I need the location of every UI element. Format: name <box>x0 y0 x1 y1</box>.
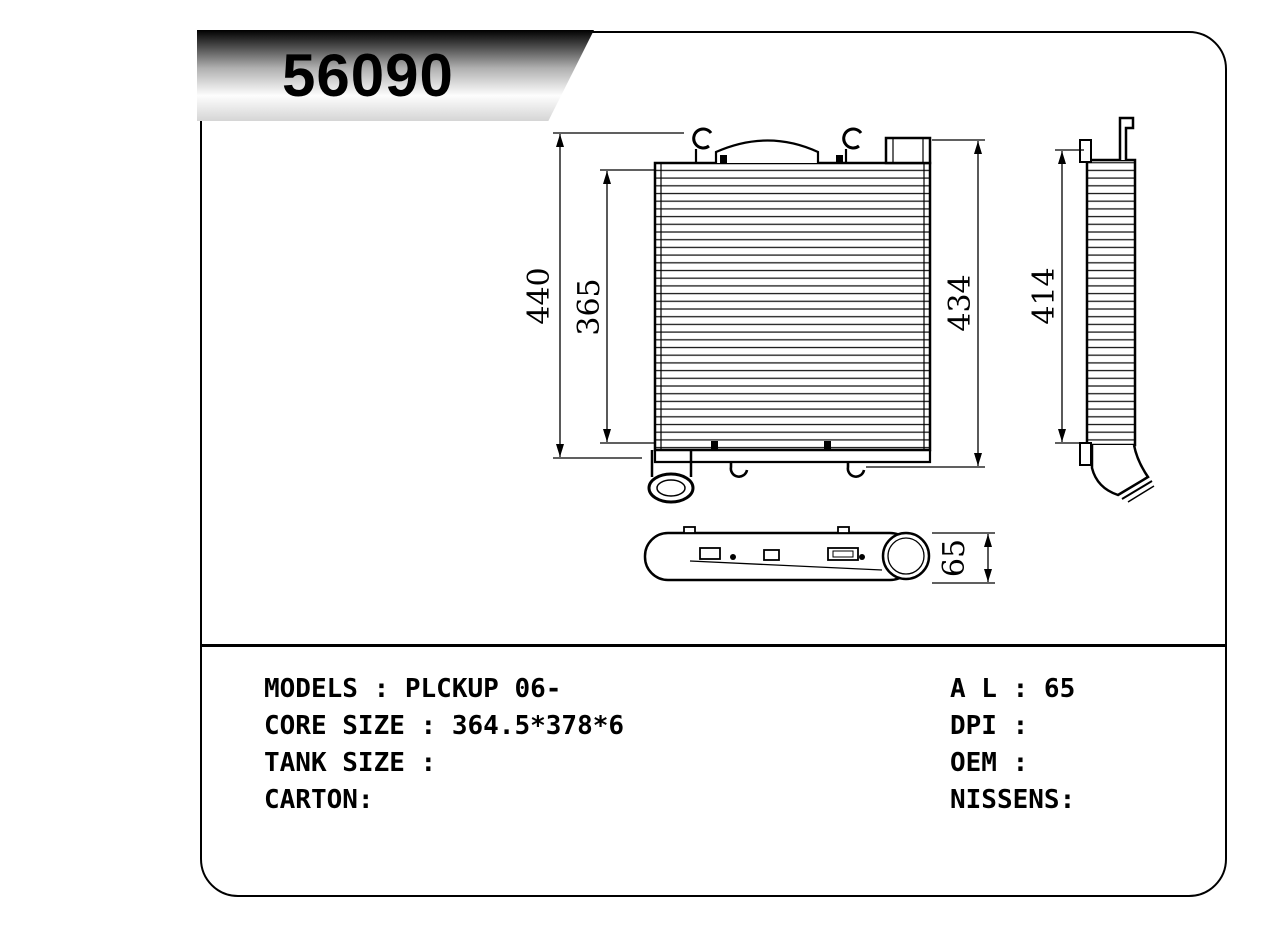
spec-carton: CARTON: <box>264 785 374 815</box>
side-view <box>1079 116 1155 503</box>
spec-core-size: CORE SIZE : 364.5*378*6 <box>264 711 625 741</box>
dim-label-core-height: 365 <box>572 278 607 335</box>
spec-tank-size: TANK SIZE : <box>264 748 437 778</box>
bottom-hook-right-icon <box>846 462 866 478</box>
part-number-banner: 56090 <box>197 30 594 121</box>
spec-models: MODELS : PLCKUP 06- <box>264 674 562 704</box>
part-number: 56090 <box>282 42 454 109</box>
mount-hook-right-icon <box>842 127 863 150</box>
mount-hook-left-icon <box>692 127 713 150</box>
bottom-hook-left-icon <box>729 462 749 478</box>
core-side <box>1085 158 1137 447</box>
spec-list-left: MODELS : PLCKUP 06- CORE SIZE : 364.5*37… <box>264 671 624 819</box>
dim-label-depth: 65 <box>937 539 972 577</box>
core-front <box>653 161 932 452</box>
top-arch <box>714 139 820 163</box>
dimension-labels: 440 365 434 414 65 <box>522 267 1062 577</box>
spec-list-right: A L : 65 DPI : OEM : NISSENS: <box>950 671 1075 819</box>
bottom-view <box>643 526 931 582</box>
sheet-border <box>200 31 1227 897</box>
spec-divider-line <box>202 644 1225 647</box>
spec-dpi: DPI : <box>950 711 1029 741</box>
spec-al: A L : 65 <box>950 674 1076 704</box>
spec-oem: OEM : <box>950 748 1029 778</box>
side-top-bracket <box>1118 116 1135 160</box>
outlet-pipe-flange <box>647 472 695 504</box>
front-view <box>647 127 932 504</box>
spec-nissens: NISSENS: <box>950 785 1076 815</box>
dim-label-overall-height: 440 <box>522 267 557 324</box>
bottom-pipe-opening <box>881 531 931 581</box>
dimension-lines <box>553 132 1084 584</box>
dim-label-side-height: 414 <box>1027 267 1062 324</box>
dim-label-right-height: 434 <box>943 274 978 331</box>
